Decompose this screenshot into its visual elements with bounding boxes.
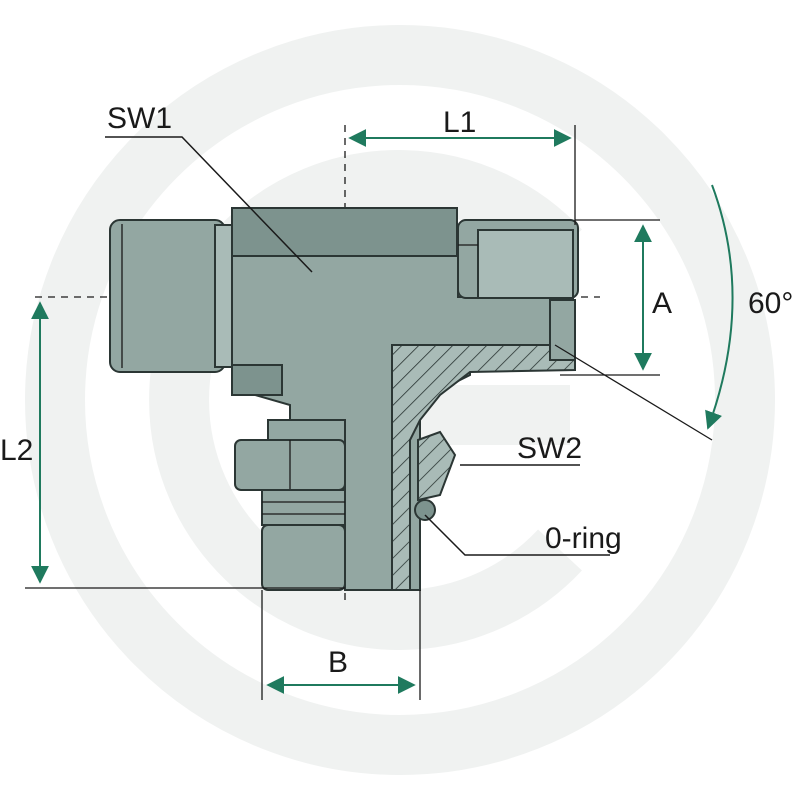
top-hex-sw1 [231,207,458,257]
label-sw1: SW1 [107,102,172,135]
label-l1: L1 [443,106,476,139]
dimension-lines [31,129,734,694]
left-thread-end [109,219,241,373]
right-thread-end [457,219,579,299]
label-angle: 60° [748,287,793,320]
label-sw2: SW2 [517,432,582,465]
label-b: B [328,646,348,679]
extension-lines [25,125,660,700]
lower-hex-nut [234,419,346,591]
label-l2: L2 [0,434,33,467]
leader-lines [105,136,610,556]
label-oring: 0-ring [545,522,622,555]
label-a: A [652,287,672,320]
dim-angle [705,184,734,430]
watermark-logo [25,25,775,775]
